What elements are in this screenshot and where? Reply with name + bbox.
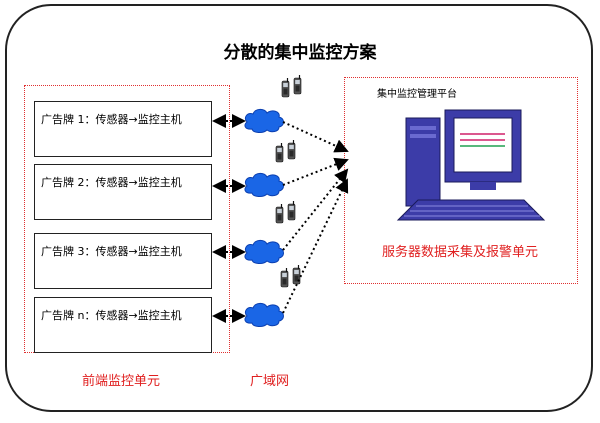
server-caption: 服务器数据采集及报警单元 [382,245,539,260]
mobile-phone-icon [282,75,301,97]
billboard-1: 广告牌 1：传感器→监控主机 [34,101,212,157]
mobile-phone-icon [281,265,300,287]
cloud-icon [244,239,284,265]
link-wan-n [282,178,349,314]
cloud-icon [244,108,284,134]
computer-server-icon [396,109,546,221]
billboard-2: 广告牌 2：传感器→监控主机 [34,164,212,220]
platform-label: 集中监控管理平台 [377,89,457,100]
billboard-n: 广告牌 n：传感器→监控主机 [34,297,212,353]
diagram-title: 分散的集中监控方案 [223,43,377,63]
billboard-3: 广告牌 3：传感器→监控主机 [34,233,212,289]
mobile-phone-icon [276,201,295,223]
front-end-label: 前端监控单元 [82,374,161,389]
cloud-icon [244,302,284,328]
mobile-phone-icon [276,140,295,162]
wan-label: 广域网 [250,374,290,389]
link-wan-2 [282,157,349,186]
cloud-icon [244,172,284,198]
diagram-frame [5,4,593,412]
link-wan-1 [282,121,349,153]
